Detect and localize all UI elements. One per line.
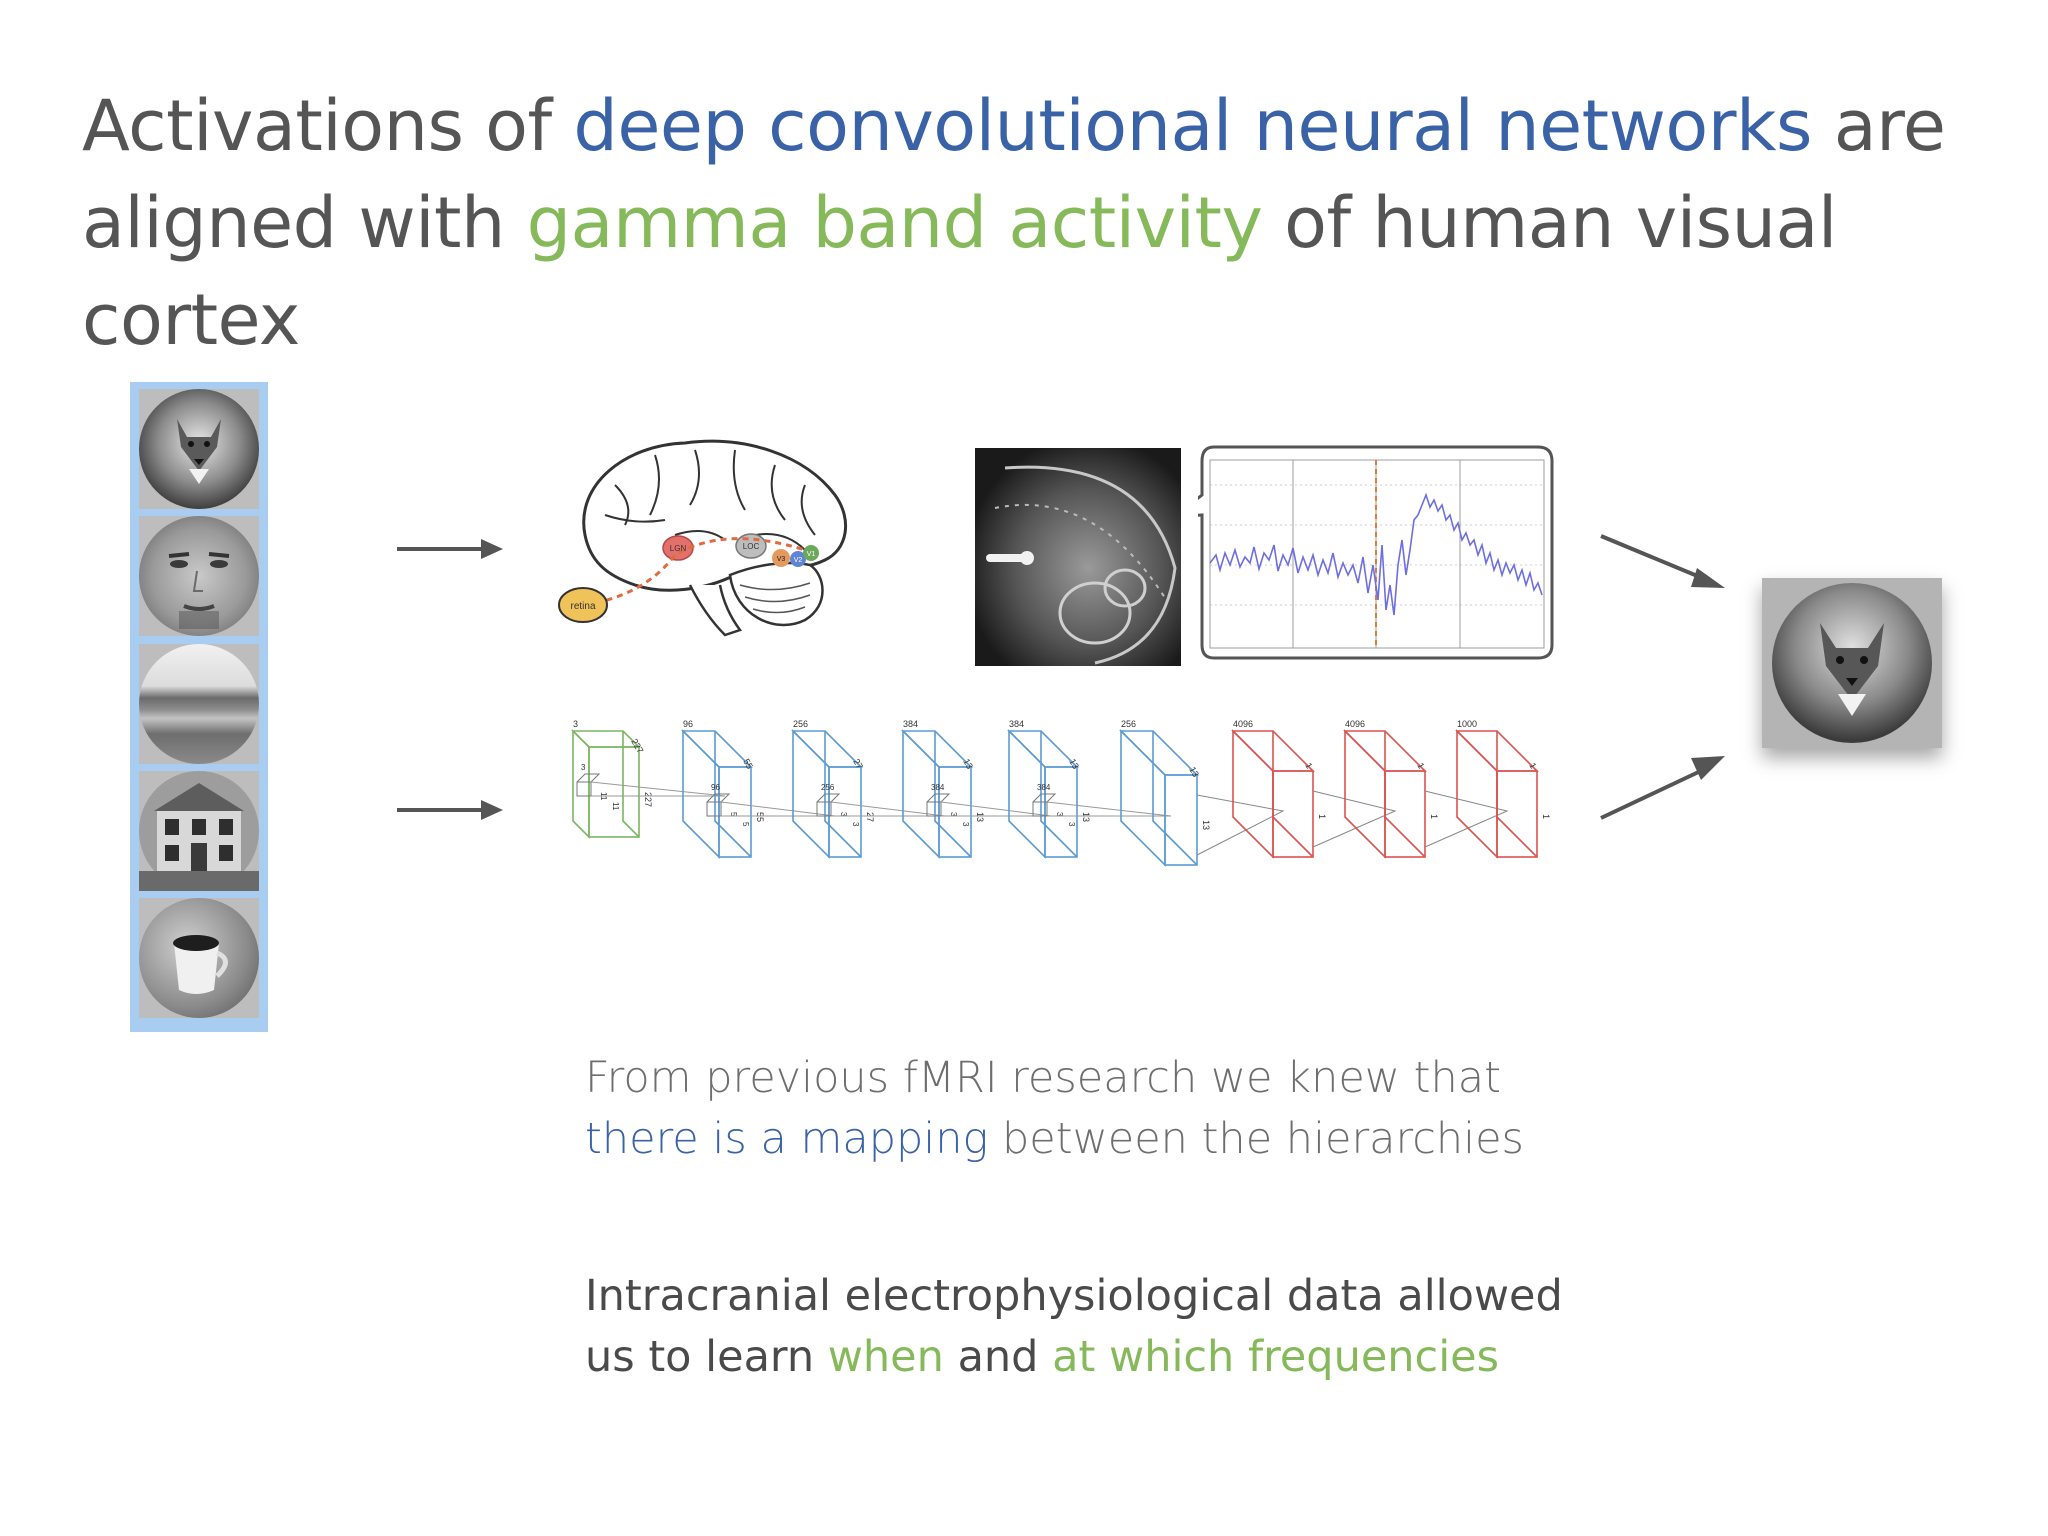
paragraph-intracranial-line-1: Intracranial electrophysiological data a… [585, 1271, 1563, 1321]
cnn-kernel-label: 5 [729, 812, 738, 817]
cnn-depth-label: 256 [1121, 719, 1136, 729]
cnn-size-label: 1 [1527, 761, 1538, 770]
cnn-input-label: 96 [711, 783, 720, 792]
cnn-kernel-label: 3 [961, 822, 970, 827]
cnn-size-label: 1 [1303, 761, 1314, 770]
highlight-when: when [827, 1332, 944, 1382]
cnn-kernel-label: 3 [839, 812, 848, 817]
cnn-size-label: 13 [1067, 757, 1081, 771]
cnn-size-label: 55 [755, 812, 765, 822]
cnn-size-label: 55 [741, 757, 755, 771]
stimulus-house [139, 771, 259, 891]
paragraph-text: us to learn [585, 1332, 828, 1382]
cnn-size-label: 1 [1429, 814, 1439, 819]
paragraph-fmri-line-1: From previous fMRI research we knew that [585, 1053, 1501, 1103]
arrow-to-brain [397, 539, 503, 559]
cnn-input-label: 384 [1037, 783, 1051, 792]
cnn-layer: 256 13 13 [1119, 719, 1285, 867]
stimulus-landscape [139, 644, 259, 764]
cnn-kernel-label: 3 [949, 812, 958, 817]
cnn-depth-label: 1000 [1457, 719, 1477, 729]
stimulus-column [130, 382, 268, 1032]
cnn-depth-label: 4096 [1233, 719, 1253, 729]
cnn-size-label: 13 [961, 757, 975, 771]
intracranial-xray-image [975, 448, 1181, 666]
cnn-size-label: 13 [1187, 765, 1201, 779]
paragraph-intracranial-line-2: us to learn when and at which frequencie… [585, 1327, 1563, 1388]
cnn-input-label: 256 [821, 783, 835, 792]
cnn-size-label: 13 [975, 812, 985, 822]
cnn-depth-label: 4096 [1345, 719, 1365, 729]
cnn-size-label: 227 [629, 737, 645, 755]
cnn-size-label: 27 [865, 812, 875, 822]
cnn-depth-label: 384 [903, 719, 918, 729]
cnn-kernel-label: 3 [1055, 812, 1064, 817]
arrow-to-cnn [397, 800, 503, 820]
title-text: are [1811, 85, 1946, 167]
paragraph-intracranial: Intracranial electrophysiological data a… [585, 1266, 1563, 1388]
title-line-1: Activations of deep convolutional neural… [82, 78, 1982, 175]
brain-label-v1: V1 [807, 551, 816, 558]
cnn-size-label: 27 [851, 757, 865, 771]
gamma-signal-plot [1198, 445, 1554, 660]
cnn-depth-label: 256 [793, 719, 808, 729]
cnn-layer: 4096 1 1 [1343, 719, 1509, 859]
cnn-size-label: 13 [1201, 820, 1211, 830]
title-highlight-gamma: gamma band activity [526, 182, 1263, 264]
stimulus-face [139, 516, 259, 636]
paragraph-text: between the hierarchies [988, 1114, 1524, 1164]
cnn-depth-label: 3 [573, 719, 578, 729]
cnn-kernel-label: 3 [1067, 822, 1076, 827]
cnn-kernel-label: 5 [741, 822, 750, 827]
cnn-input-label: 384 [931, 783, 945, 792]
cnn-layer: 4096 1 1 [1231, 719, 1397, 859]
cnn-kernel-label: 11 [611, 802, 620, 811]
cnn-depth-label: 384 [1009, 719, 1024, 729]
title-highlight-dcnn: deep convolutional neural networks [573, 85, 1812, 167]
highlight-mapping: there is a mapping [585, 1114, 989, 1164]
stimulus-mug [139, 898, 259, 1018]
cnn-size-label: 1 [1415, 761, 1426, 770]
paragraph-fmri: From previous fMRI research we knew that… [585, 1048, 1524, 1170]
cnn-layer: 1000 1 1 [1455, 719, 1551, 859]
brain-label-retina: retina [570, 601, 595, 612]
cnn-layer: 256 27 27 33 256 [791, 719, 946, 859]
slide-title: Activations of deep convolutional neural… [82, 78, 1982, 369]
cnn-kernel-label: 3 [851, 822, 860, 827]
cnn-layer: 384 13 13 33 384 [901, 719, 1052, 859]
cnn-size-label: 1 [1541, 814, 1551, 819]
brain-label-v3: V3 [777, 556, 786, 563]
brain-label-loc: LOC [743, 542, 760, 551]
cnn-architecture-diagram: 3227227111139655555596256272733256384131… [571, 719, 1551, 867]
cnn-size-label: 13 [1081, 812, 1091, 822]
brain-label-v2: V2 [794, 557, 803, 564]
stimulus-wolf [139, 389, 259, 509]
cnn-layer: 384 13 13 33 384 [1007, 719, 1172, 859]
paragraph-text: and [943, 1332, 1053, 1382]
brain-visual-pathway: retina LGN LOC V3 V2 V1 [558, 439, 848, 637]
output-wolf-image [1762, 578, 1942, 748]
brain-label-lgn: LGN [670, 544, 687, 553]
title-text: Activations of [82, 85, 574, 167]
cnn-depth-label: 96 [683, 719, 693, 729]
title-text: aligned with [82, 182, 527, 264]
title-line-2: aligned with gamma band activity of huma… [82, 175, 1982, 369]
highlight-frequencies: at which frequencies [1052, 1332, 1499, 1382]
cnn-size-label: 1 [1317, 814, 1327, 819]
cnn-input-label: 3 [581, 763, 586, 772]
cnn-size-label: 227 [643, 792, 653, 807]
paragraph-fmri-line-2: there is a mapping between the hierarchi… [585, 1109, 1524, 1170]
arrow-cnn-to-output [1600, 756, 1725, 820]
title-text: of human visual cortex [82, 182, 1837, 361]
arrow-brain-to-output [1600, 534, 1725, 588]
